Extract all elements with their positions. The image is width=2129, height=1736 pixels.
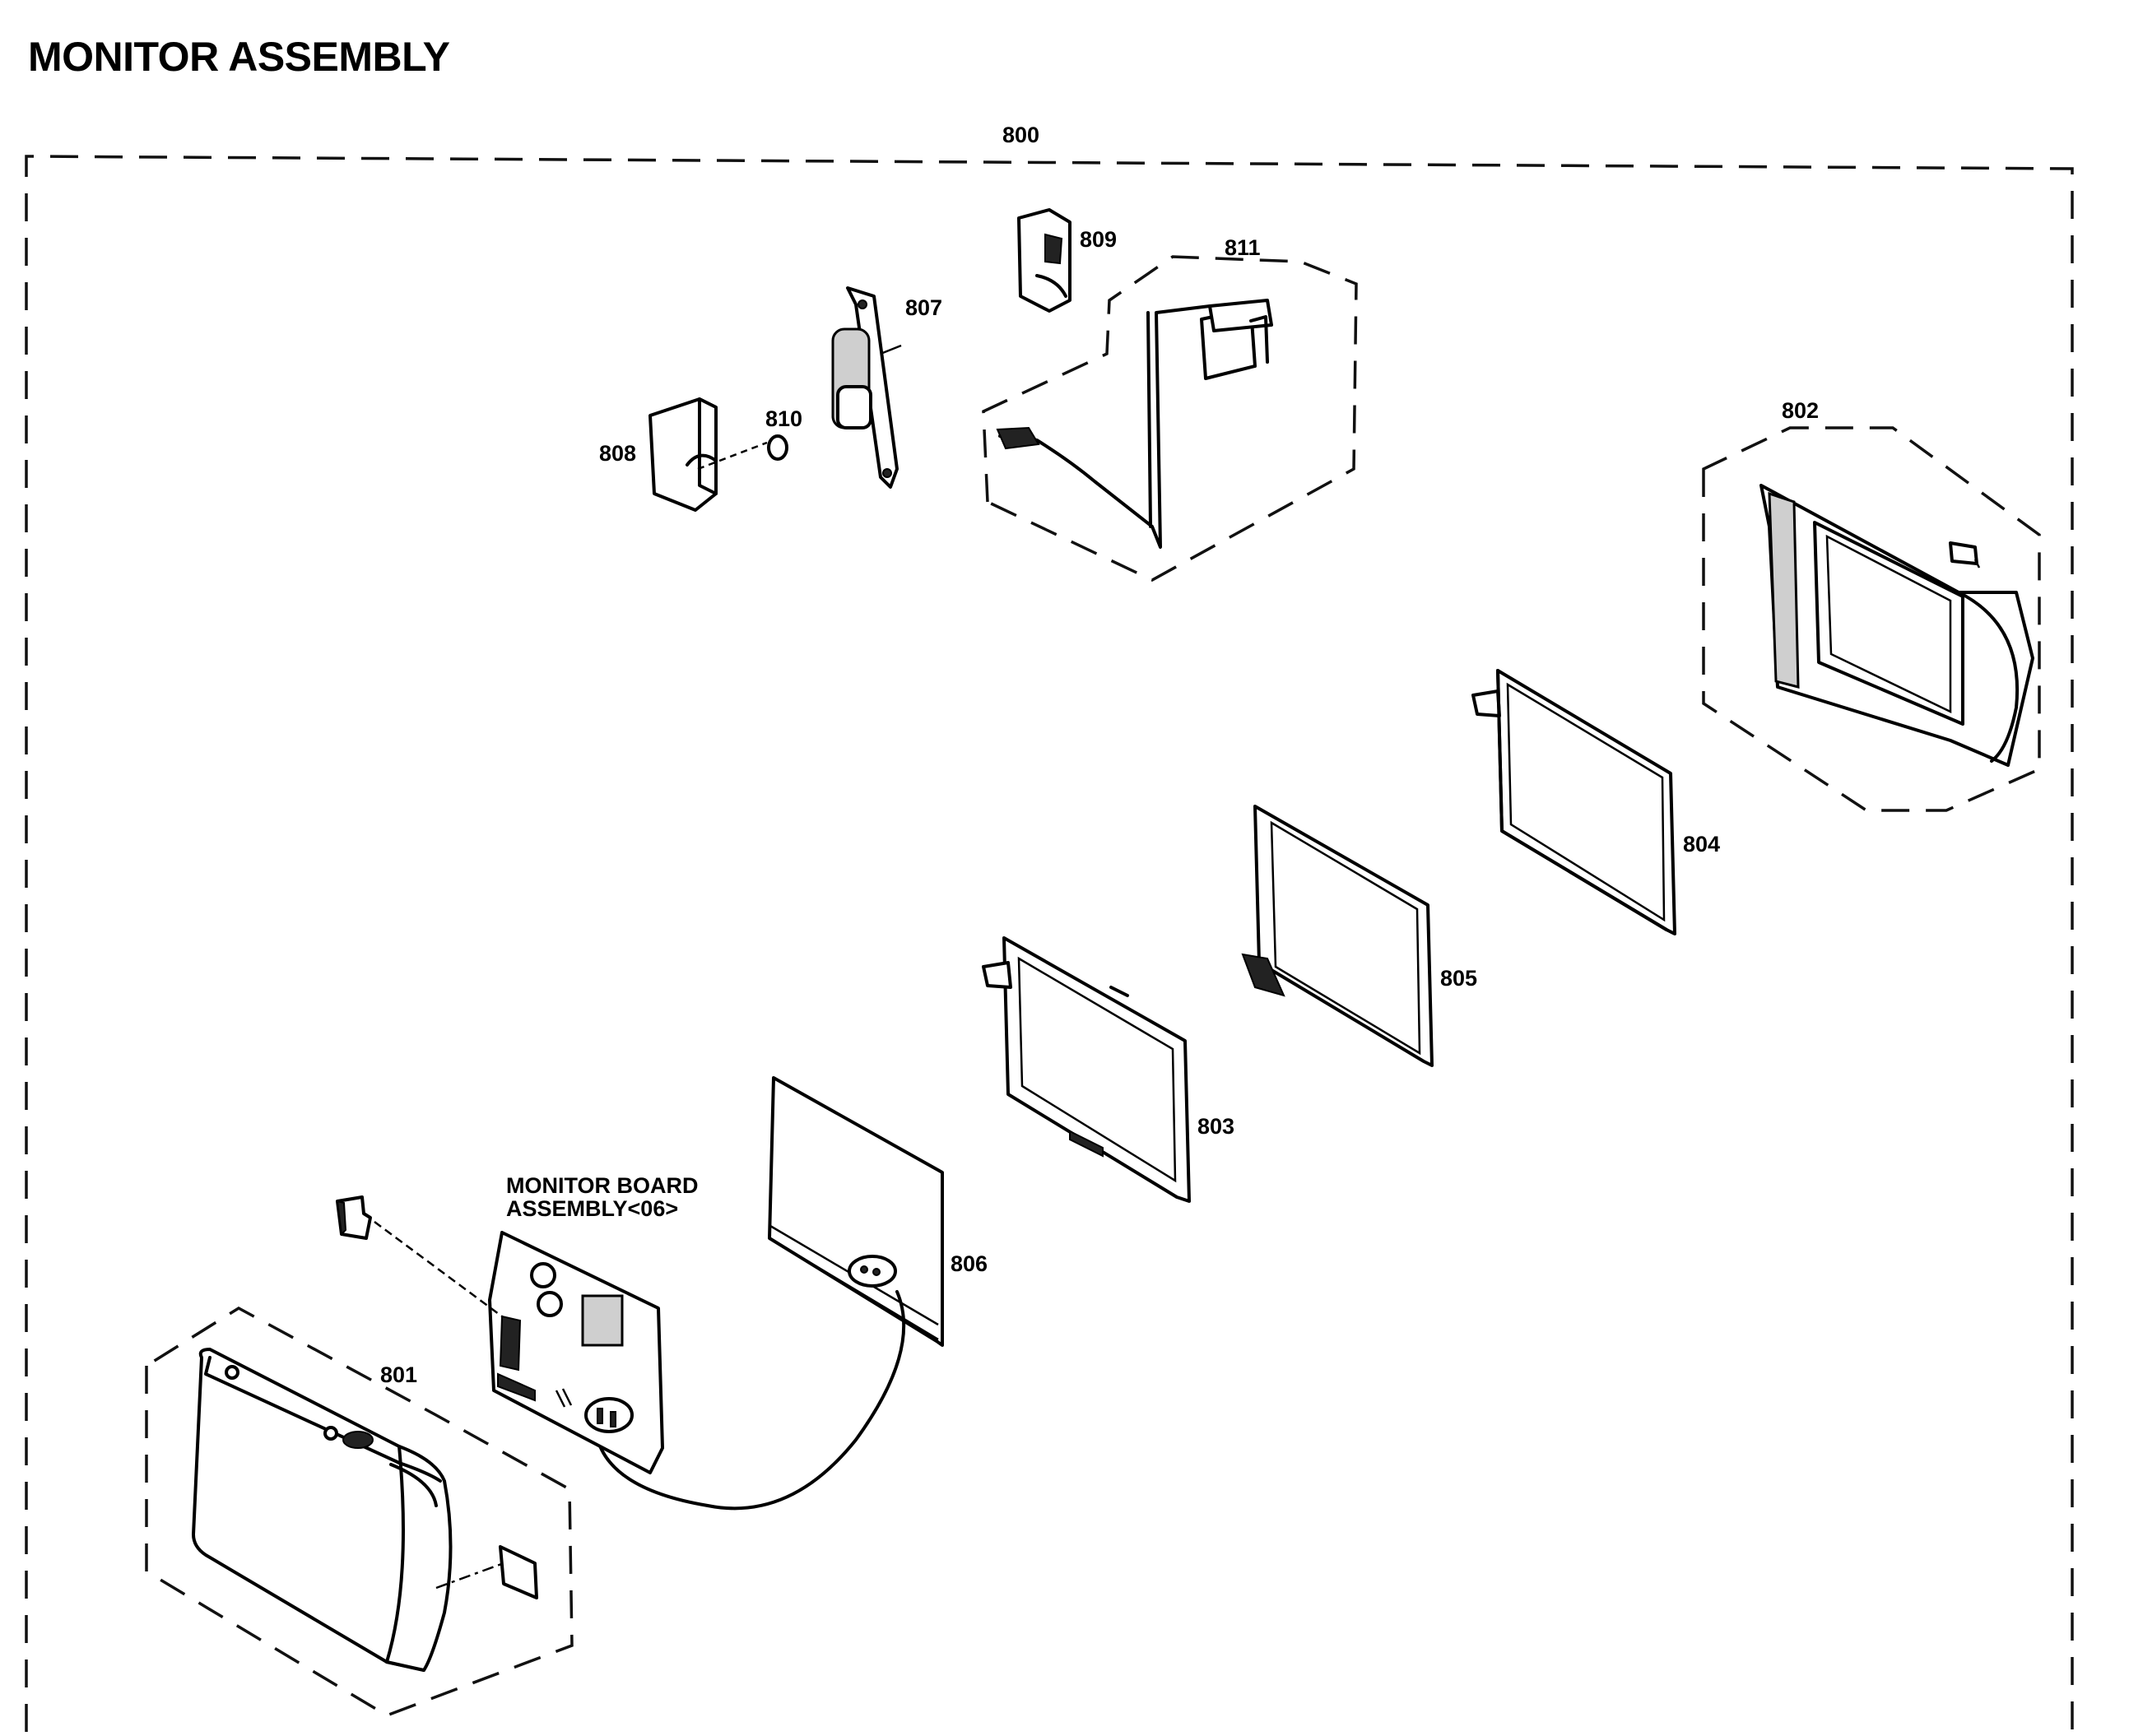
part-806-backlight-sheet: 806 bbox=[595, 1076, 988, 1511]
part-803-holder-frame: 803 bbox=[982, 936, 1234, 1203]
page-title: MONITOR ASSEMBLY bbox=[28, 34, 450, 80]
board-label-line1: MONITOR BOARD bbox=[506, 1173, 699, 1198]
part-label-809: 809 bbox=[1080, 227, 1117, 252]
part-801-front-cover: 801 bbox=[145, 1306, 574, 1717]
part-805-lcd-panel: 805 bbox=[1241, 805, 1477, 1067]
part-810-washer: 810 bbox=[765, 406, 802, 461]
part-label-803: 803 bbox=[1197, 1114, 1234, 1139]
monitor-board-assembly: MONITOR BOARD ASSEMBLY<06> bbox=[374, 1173, 699, 1474]
clip-connector bbox=[336, 1195, 372, 1240]
part-label-810: 810 bbox=[765, 406, 802, 431]
part-label-806: 806 bbox=[951, 1251, 988, 1276]
part-811-flex-cable: 811 bbox=[982, 235, 1358, 582]
part-label-804: 804 bbox=[1683, 832, 1720, 856]
part-802-rear-case: 802 bbox=[1702, 398, 2041, 812]
part-label-805: 805 bbox=[1440, 966, 1477, 991]
part-808-cover: 808 bbox=[599, 397, 768, 512]
part-label-801: 801 bbox=[380, 1362, 417, 1387]
part-label-808: 808 bbox=[599, 441, 636, 466]
board-label-line2: ASSEMBLY<06> bbox=[506, 1196, 678, 1221]
part-label-802: 802 bbox=[1782, 398, 1819, 423]
part-label-800: 800 bbox=[1002, 123, 1039, 147]
part-label-807: 807 bbox=[905, 295, 942, 320]
part-807-hinge: 807 bbox=[831, 286, 942, 489]
part-809-cover: 809 bbox=[1017, 208, 1117, 313]
part-804-frame: 804 bbox=[1471, 669, 1720, 935]
part-label-811: 811 bbox=[1225, 235, 1261, 260]
assembly-boundary-800: 800 bbox=[25, 123, 2074, 1732]
